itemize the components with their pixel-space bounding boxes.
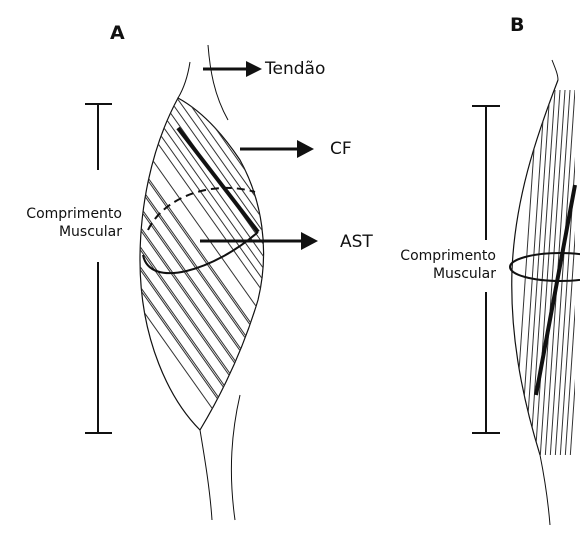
length-label-b: Comprimento Muscular (384, 247, 496, 283)
muscle-b-outline (512, 80, 558, 455)
muscle-a-fibers (100, 40, 340, 490)
panel-b-letter: B (510, 14, 524, 36)
panel-a-letter: A (110, 22, 125, 44)
muscle-a-tendon-bottom (200, 395, 240, 520)
length-bracket-a (85, 104, 112, 433)
length-label-a-line2: Muscular (10, 223, 122, 241)
muscle-b-fibers (513, 90, 580, 460)
tendon-label: Tendão (265, 59, 325, 79)
length-label-b-line2: Muscular (384, 265, 496, 283)
muscle-b-tendon-bottom (540, 455, 550, 525)
length-label-a: Comprimento Muscular (10, 205, 122, 241)
arrow-ast (200, 232, 318, 250)
cf-label: CF (330, 139, 352, 159)
length-label-a-line1: Comprimento (10, 205, 122, 223)
ast-label: AST (340, 232, 373, 252)
muscle-b-tendon-top (552, 60, 558, 80)
arrow-cf (240, 140, 314, 158)
muscle-a-tendon-top (178, 45, 228, 120)
length-label-b-line1: Comprimento (384, 247, 496, 265)
muscle-b-cross-section (510, 253, 580, 281)
